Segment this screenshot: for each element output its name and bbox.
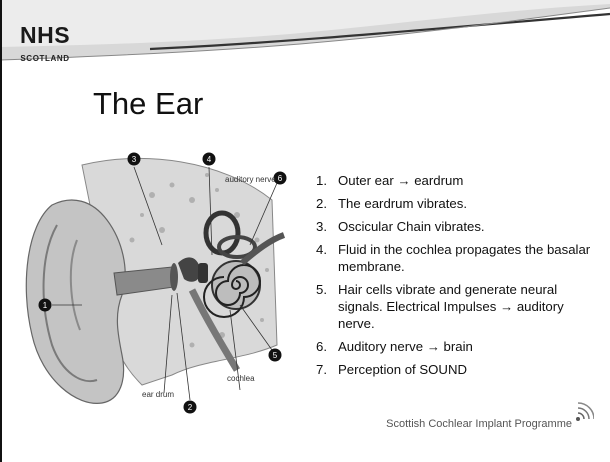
step-text: The eardrum vibrates.: [338, 195, 602, 212]
step-text: Auditory nerve → brain: [338, 338, 602, 355]
ear-drum-label: ear drum: [142, 390, 174, 399]
callout-marker-4: 4: [203, 153, 216, 166]
step-number: 2.: [316, 195, 338, 212]
left-border: [0, 0, 2, 462]
logo-secondary-text: SCOTLAND: [10, 54, 80, 63]
callout-marker-1: 1: [39, 299, 52, 312]
callout-marker-2: 2: [184, 401, 197, 414]
step-text: Hair cells vibrate and generate neural s…: [338, 281, 602, 332]
callout-marker-5: 5: [269, 349, 282, 362]
sound-waves-icon: [574, 402, 594, 424]
svg-text:1: 1: [43, 301, 48, 310]
auditory-nerve-label: auditory nerve: [225, 175, 276, 184]
step-text: Perception of SOUND: [338, 361, 602, 378]
svg-text:4: 4: [207, 155, 212, 164]
svg-text:3: 3: [132, 155, 137, 164]
step-text: Oscicular Chain vibrates.: [338, 218, 602, 235]
list-item: 4. Fluid in the cochlea propagates the b…: [316, 241, 602, 275]
list-item: 3. Oscicular Chain vibrates.: [316, 218, 602, 235]
step-number: 6.: [316, 338, 338, 355]
step-text: Fluid in the cochlea propagates the basa…: [338, 241, 602, 275]
svg-text:2: 2: [188, 403, 193, 412]
ear-anatomy-diagram: 1 2 3 4 5 6 auditory nerve ear drum coch…: [22, 145, 290, 420]
list-item: 7. Perception of SOUND: [316, 361, 602, 378]
nhs-scotland-logo: NHS SCOTLAND: [10, 22, 80, 74]
footer-programme-name: Scottish Cochlear Implant Programme: [386, 418, 572, 430]
list-item: 5. Hair cells vibrate and generate neura…: [316, 281, 602, 332]
step-number: 5.: [316, 281, 338, 332]
step-number: 7.: [316, 361, 338, 378]
step-number: 1.: [316, 172, 338, 189]
svg-text:5: 5: [273, 351, 278, 360]
step-number: 4.: [316, 241, 338, 275]
callout-marker-3: 3: [128, 153, 141, 166]
footer-branding: Scottish Cochlear Implant Programme: [386, 402, 594, 430]
cochlea-label: cochlea: [227, 374, 255, 383]
list-item: 1. Outer ear → eardrum: [316, 172, 602, 189]
step-text: Outer ear → eardrum: [338, 172, 602, 189]
logo-primary-text: NHS: [10, 22, 80, 48]
list-item: 2. The eardrum vibrates.: [316, 195, 602, 212]
header-swoosh: [0, 0, 610, 82]
process-steps-list: 1. Outer ear → eardrum 2. The eardrum vi…: [316, 172, 602, 384]
svg-text:6: 6: [278, 174, 283, 183]
slide-title: The Ear: [93, 86, 203, 122]
list-item: 6. Auditory nerve → brain: [316, 338, 602, 355]
step-number: 3.: [316, 218, 338, 235]
